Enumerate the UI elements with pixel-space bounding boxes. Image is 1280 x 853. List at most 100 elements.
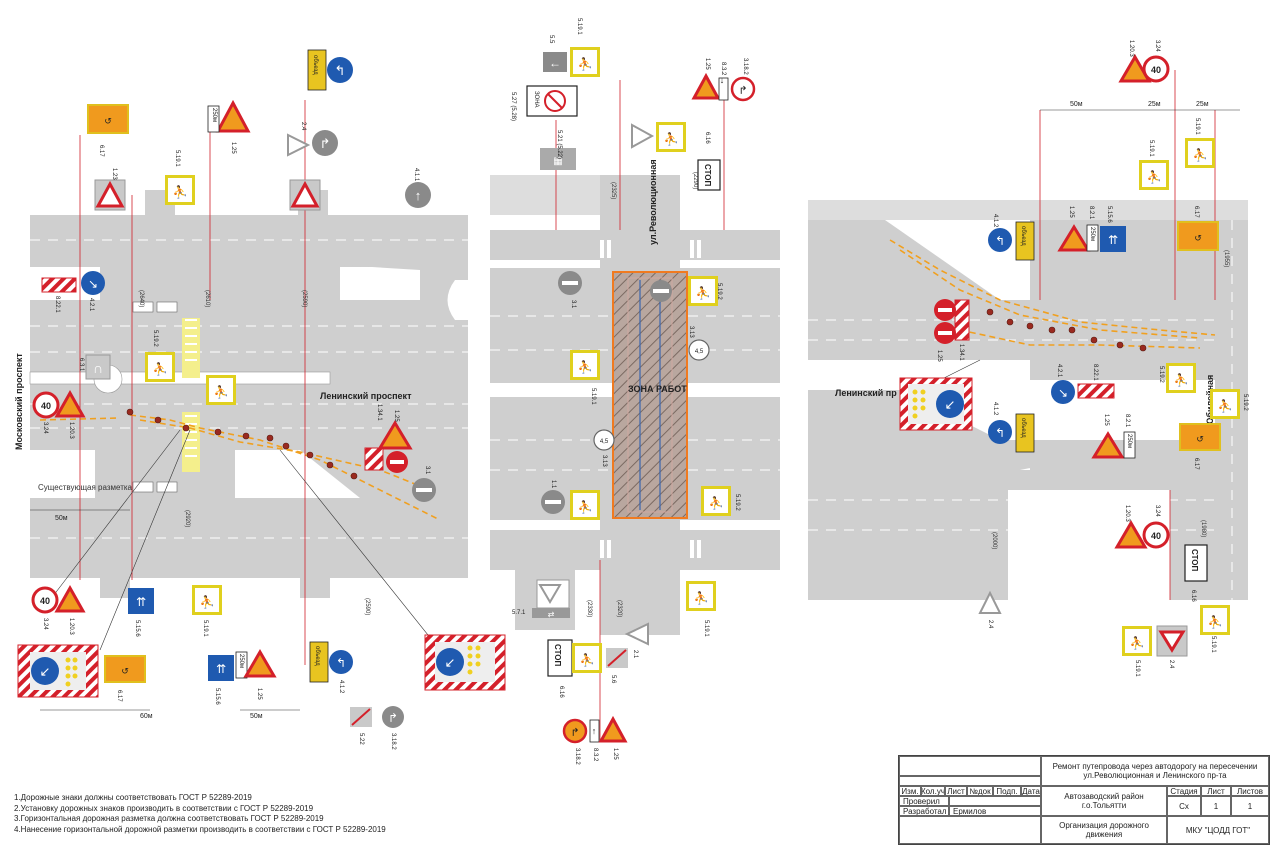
svg-text:2.4: 2.4 — [987, 620, 993, 629]
company-name: МКУ "ЦОДД ГОТ" — [1167, 816, 1269, 844]
moskovsky-label: Московский проспект — [14, 353, 24, 450]
svg-text:↘: ↘ — [88, 277, 98, 291]
svg-text:4.2.1: 4.2.1 — [1056, 364, 1062, 378]
svg-text:4.1.2: 4.1.2 — [338, 680, 344, 694]
sign-8-22-1-left: ↘ 8.22.1 4.2.1 — [41, 271, 105, 313]
svg-text:⛹: ⛹ — [1208, 614, 1223, 629]
col-kuch: Кол.уч — [921, 786, 945, 796]
svg-text:4.1.2: 4.1.2 — [992, 402, 998, 416]
svg-text:1.25: 1.25 — [393, 410, 399, 422]
sign-obyezd-top: объезд ↰ — [307, 49, 353, 91]
dim-label: (2590) — [301, 290, 307, 307]
svg-text:5.7.1: 5.7.1 — [512, 610, 526, 616]
general-notes: 1.Дорожные знаки должны соответствовать … — [14, 793, 386, 835]
svg-text:3.1: 3.1 — [570, 300, 576, 309]
svg-text:1.34.1: 1.34.1 — [376, 404, 382, 421]
note-item: 2.Установку дорожных знаков производить … — [14, 803, 314, 813]
svg-text:6.16: 6.16 — [1190, 590, 1196, 602]
district: Автозаводский район г.о.Тольятти — [1041, 786, 1167, 816]
svg-text:↙: ↙ — [40, 664, 51, 679]
sign-5-19-1-bottom-left: ⛹ 5.19.1 — [192, 585, 222, 637]
right-roads — [808, 200, 1248, 600]
sign-work-cluster-right: 1.25 1.34.1 — [934, 299, 970, 362]
sign-5-6: 5.6 — [606, 648, 628, 684]
sign-speed-40-bottom-left: 40 3.24 1.20.3 — [31, 584, 86, 635]
svg-text:8.2.1: 8.2.1 — [1124, 414, 1130, 428]
svg-text:1.1: 1.1 — [550, 480, 556, 489]
svg-text:↑: ↑ — [592, 726, 597, 736]
svg-text:⛹: ⛹ — [664, 131, 679, 146]
svg-text:СТОП: СТОП — [1190, 549, 1199, 571]
svg-text:8.22.1: 8.22.1 — [1092, 364, 1098, 381]
svg-text:6.17: 6.17 — [1193, 206, 1199, 218]
sign-speed-40-right-top: 40 1.20.3 3.24 — [1118, 40, 1170, 83]
svg-text:⇈: ⇈ — [136, 595, 146, 609]
distance-25m-a: 25м — [1148, 101, 1161, 108]
sign-5-19-1-right-bottom-b: ⛹ 5.19.1 — [1122, 626, 1152, 677]
black-leader-lines — [30, 109, 1240, 711]
sign-stop-bottom: СТОП 6.16 — [547, 639, 573, 698]
sign-1-25-right-top: 250м ⇈ 1.25 8.2.1 5.15.6 — [1057, 206, 1126, 252]
svg-text:объезд: объезд — [1020, 226, 1026, 246]
svg-text:⛹: ⛹ — [580, 652, 595, 667]
svg-text:1.25: 1.25 — [936, 350, 942, 362]
sign-mass-4-5-top: 4,5 3.13 — [688, 326, 710, 361]
svg-text:1.25: 1.25 — [612, 748, 618, 760]
svg-text:⛹: ⛹ — [1147, 169, 1162, 184]
svg-text:6.3.1: 6.3.1 — [78, 358, 84, 372]
col-podp: Подп. — [993, 786, 1021, 796]
svg-text:1.25: 1.25 — [256, 688, 262, 700]
listov-label: Листов — [1231, 786, 1269, 796]
svg-text:СТОП: СТОП — [703, 164, 712, 186]
sign-3-1-mid-top: 3.1 — [558, 271, 582, 309]
svg-text:↺: ↺ — [1194, 233, 1202, 243]
svg-text:1.25: 1.25 — [1103, 414, 1109, 426]
svg-text:40: 40 — [40, 596, 50, 606]
svg-text:∩: ∩ — [93, 360, 103, 376]
svg-text:5.19.2: 5.19.2 — [716, 283, 722, 300]
svg-text:⛹: ⛹ — [1130, 635, 1145, 650]
revolutsionnaya-label: ул.Революционная — [648, 159, 658, 245]
dim-label: (2610) — [204, 290, 210, 307]
svg-text:⛹: ⛹ — [153, 361, 168, 376]
col-data: Дата — [1021, 786, 1041, 796]
sign-1-25-mid-bottom: ↱ ↑ 3.18.2 8.3.2 1.25 — [562, 715, 628, 765]
sign-5-19-1-mid-top: ⛹ 5.19.1 — [570, 18, 600, 77]
svg-text:←: ← — [549, 56, 561, 70]
dim-label: (2000) — [991, 532, 997, 549]
svg-text:6.16: 6.16 — [704, 132, 710, 144]
sign-4-1-1-gray: ↑ 4.1.1 — [405, 168, 431, 208]
note-item: 3.Горизонтальная дорожная разметка должн… — [14, 814, 324, 823]
sign-5-19-1-mid-left: ⛹ 5.19.1 — [570, 350, 600, 405]
sign-5-21: ▦ 5.21 (5.22) — [540, 130, 576, 170]
org-title: Организация дорожного движения — [1041, 816, 1167, 844]
sign-5-19-2-mid-right-top: ⛹ 5.19.2 — [688, 276, 722, 306]
svg-text:↺: ↺ — [121, 666, 129, 676]
dim-label: (2320) — [616, 600, 622, 617]
col-izm: Изм. — [899, 786, 921, 796]
sign-5-19-1-mid-bottom: ⛹ — [570, 490, 600, 520]
svg-text:объезд: объезд — [314, 646, 320, 666]
svg-text:6.17: 6.17 — [116, 690, 122, 702]
note-item: 1.Дорожные знаки должны соответствовать … — [14, 793, 252, 802]
svg-text:▦: ▦ — [553, 156, 562, 167]
svg-text:⛹: ⛹ — [578, 499, 593, 514]
svg-text:5.19.1: 5.19.1 — [1148, 140, 1154, 157]
svg-text:5.19.2: 5.19.2 — [1158, 366, 1164, 383]
svg-text:1.25: 1.25 — [1068, 206, 1074, 218]
sign-arrow-board-right-panel: ↙ — [899, 377, 973, 431]
svg-text:⛹: ⛹ — [200, 594, 215, 609]
sign-5-15-6-bottom: ⇈ 5.15.6 — [208, 655, 234, 705]
svg-text:3.24: 3.24 — [1154, 40, 1160, 52]
svg-text:8.3.2: 8.3.2 — [592, 748, 598, 762]
sign-5-19-1-bottom-mid: ⛹ 5.19.1 — [686, 581, 716, 637]
svg-text:250м: 250м — [1089, 227, 1095, 241]
svg-text:5.21 (5.22): 5.21 (5.22) — [556, 130, 562, 159]
svg-text:5.19.1: 5.19.1 — [703, 620, 709, 637]
svg-text:3.18.2: 3.18.2 — [390, 733, 396, 750]
sign-5-22-bottom: ↱ 5.22 3.18.2 — [350, 706, 404, 750]
svg-text:1.20.3: 1.20.3 — [1124, 505, 1130, 522]
svg-text:5.19.2: 5.19.2 — [1242, 394, 1248, 411]
svg-text:3.24: 3.24 — [42, 422, 48, 434]
svg-text:3.13: 3.13 — [601, 455, 607, 467]
